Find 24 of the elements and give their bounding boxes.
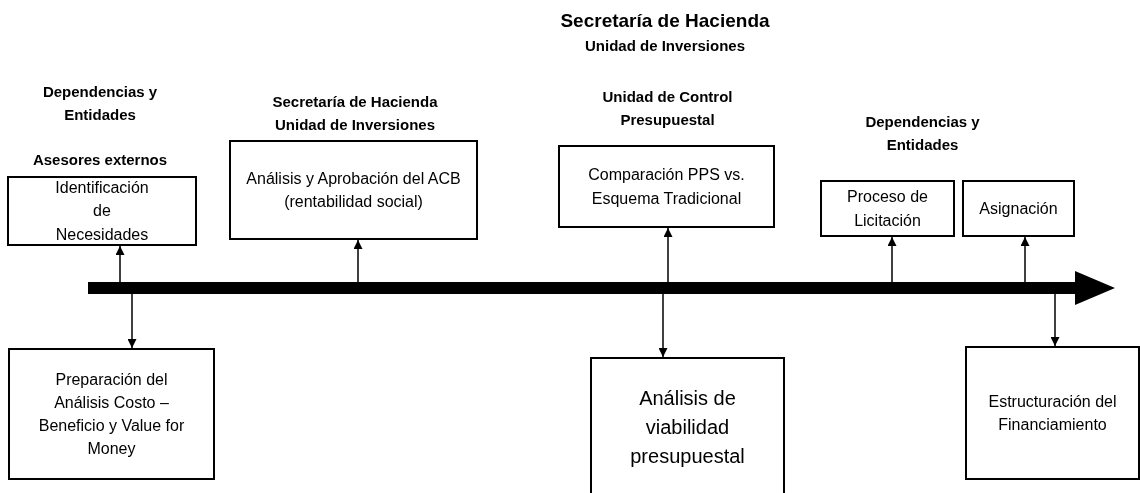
process-box: Identificación de Necesidades (7, 176, 197, 246)
heading: Dependencias y Entidades (864, 112, 981, 156)
process-box: Análisis y Aprobación del ACB (rentabilidad social) (229, 140, 478, 240)
arrow (353, 239, 363, 283)
arrow (887, 236, 897, 283)
arrow (127, 293, 137, 349)
arrow (1050, 293, 1060, 347)
process-box: Asignación (962, 180, 1075, 237)
arrow (1020, 236, 1030, 283)
arrow (663, 227, 673, 283)
process-box: Estructuración del Financiamiento (965, 346, 1140, 480)
process-box: Comparación PPS vs. Esquema Tradicional (558, 145, 775, 228)
arrow (115, 245, 125, 283)
heading: Secretaría de Hacienda (271, 92, 439, 112)
heading: Unidad de Inversiones (273, 115, 436, 135)
heading: Unidad de Inversiones (583, 36, 746, 56)
process-box: Proceso de Licitación (820, 180, 955, 237)
heading: Dependencias y Entidades (41, 82, 159, 126)
heading: Asesores externos (31, 150, 169, 170)
process-box: Preparación del Análisis Costo – Beneficio y Value for Money (8, 348, 215, 480)
arrow (658, 293, 668, 358)
heading: Unidad de Control Presupuestal (601, 87, 734, 131)
heading: Secretaría de Hacienda (559, 9, 771, 33)
process-box: Análisis de viabilidad presupuestal (590, 357, 785, 493)
